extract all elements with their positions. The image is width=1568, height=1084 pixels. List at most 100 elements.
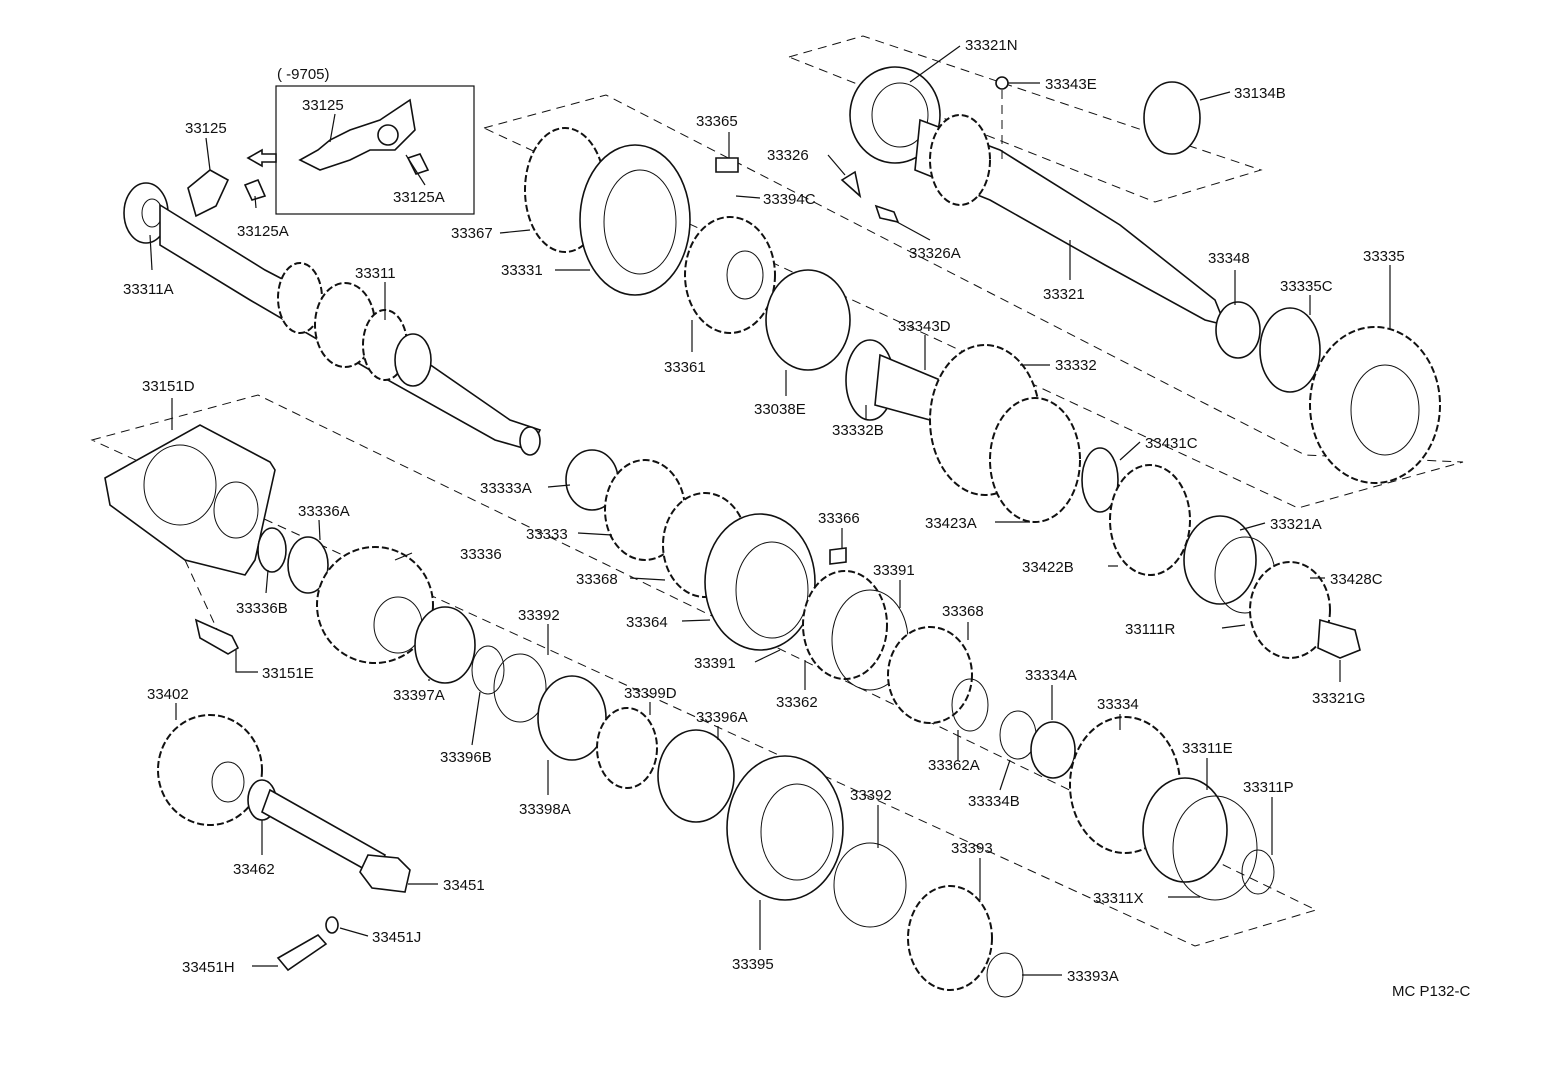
label-l47: 33311P	[1243, 779, 1294, 796]
ring-33399d	[596, 707, 658, 789]
ring-33336b	[257, 527, 287, 573]
label-l60: 33395	[732, 956, 774, 973]
label-l42: 33362A	[928, 757, 980, 774]
key-33365	[715, 157, 739, 173]
gear-33422b	[1109, 464, 1191, 576]
ring-33311x	[1172, 795, 1258, 901]
label-l53: 33392	[518, 607, 560, 624]
label-l16: 33321N	[965, 37, 1018, 54]
input-bearing-race	[394, 333, 432, 387]
leader-l18	[1199, 91, 1231, 101]
leader-l35	[629, 577, 666, 581]
snap-ring-33362a	[951, 678, 989, 732]
label-l55: 33396B	[440, 749, 492, 766]
label-l19: 33321	[1043, 286, 1085, 303]
bearing-33321a	[1183, 515, 1257, 605]
label-l49: 33336A	[298, 503, 350, 520]
label-l38: 33391	[873, 562, 915, 579]
sleeve-33364	[704, 513, 816, 651]
leader-l39	[754, 649, 781, 663]
hub-33362	[802, 570, 888, 680]
variant-label: ( -9705)	[277, 66, 330, 83]
label-l51: 33336B	[236, 600, 288, 617]
collar-33431c	[1081, 447, 1119, 513]
label-l27: 33423A	[925, 515, 977, 532]
synchro-pack	[565, 449, 1275, 901]
arrow-icon	[246, 148, 277, 168]
label-l13: 33326A	[909, 245, 961, 262]
snap-ring-33311p	[1241, 849, 1275, 895]
leader-l26	[1119, 441, 1141, 461]
label-l4: 33125A	[393, 189, 445, 206]
label-l57: 33398A	[519, 801, 571, 818]
label-l18: 33134B	[1234, 85, 1286, 102]
label-l31: 33111R	[1125, 621, 1175, 638]
label-l2: 33125	[302, 97, 344, 114]
label-l32: 33321G	[1312, 690, 1365, 707]
leader-l45	[999, 759, 1011, 791]
label-l65: 33451	[443, 877, 485, 894]
label-l66: 33451J	[372, 929, 421, 946]
label-l24: 33332	[1055, 357, 1097, 374]
label-l22: 33335	[1363, 248, 1405, 265]
leader-l49	[318, 519, 321, 541]
label-l12: 33326	[767, 147, 809, 164]
bracket-33326	[840, 170, 862, 199]
bolt-33125a	[243, 178, 267, 201]
label-l17: 33343E	[1045, 76, 1097, 93]
washer-33451j	[325, 916, 339, 934]
inset-leader-b	[329, 113, 336, 143]
leader-l66	[339, 927, 369, 937]
gasket-plate	[104, 424, 276, 655]
label-l46: 33311E	[1182, 740, 1233, 757]
leader-l36	[681, 619, 711, 622]
label-l67: 33451H	[182, 959, 235, 976]
leader-l5	[149, 234, 153, 271]
cap-33134b	[1143, 81, 1201, 155]
sleeve-33395	[726, 755, 844, 901]
label-l29: 33422B	[1022, 559, 1074, 576]
label-l50: 33336	[460, 546, 502, 563]
leader-l50	[394, 552, 413, 561]
leader-l13	[896, 221, 931, 241]
label-l36: 33364	[626, 614, 668, 631]
inset-box	[275, 85, 475, 215]
label-l5: 33311A	[123, 281, 174, 298]
leader-l8	[499, 229, 531, 234]
label-l45: 33334B	[968, 793, 1020, 810]
sleeve-33364-bore	[735, 541, 809, 639]
gear-33361	[684, 216, 776, 334]
label-l58: 33396A	[696, 709, 748, 726]
ring-33398a	[537, 675, 607, 761]
label-l52: 33151E	[262, 665, 314, 682]
inset-lever-boss	[377, 124, 399, 146]
leader-l11	[735, 195, 761, 199]
snap-ring-33396b	[471, 645, 505, 695]
label-l26: 33431C	[1145, 435, 1198, 452]
gasket-hole-1	[143, 444, 217, 526]
label-l39: 33391	[694, 655, 736, 672]
gear-33402-bore	[211, 761, 245, 803]
label-l64: 33462	[233, 861, 275, 878]
gasket-hole-2	[213, 481, 259, 539]
leader-l55	[471, 691, 481, 746]
label-l23: 33343D	[898, 318, 951, 335]
label-l21: 33335C	[1280, 278, 1333, 295]
sleeve-33331	[579, 144, 691, 296]
label-l41: 33368	[942, 603, 984, 620]
inset-frame	[275, 85, 475, 215]
label-l44: 33334	[1097, 696, 1139, 713]
ball-33343e	[995, 76, 1009, 90]
input-shaft-tip	[519, 426, 541, 456]
gear-33336	[316, 546, 434, 664]
label-l56: 33399D	[624, 685, 677, 702]
label-l30: 33428C	[1330, 571, 1383, 588]
shaft-33451-end	[359, 854, 411, 893]
gear-33335	[1309, 326, 1441, 484]
reverse-group	[257, 527, 1024, 998]
leader-l12	[827, 154, 846, 176]
label-l59: 33392	[850, 787, 892, 804]
label-l9: 33331	[501, 262, 543, 279]
sleeve-33395-bore	[760, 783, 834, 881]
